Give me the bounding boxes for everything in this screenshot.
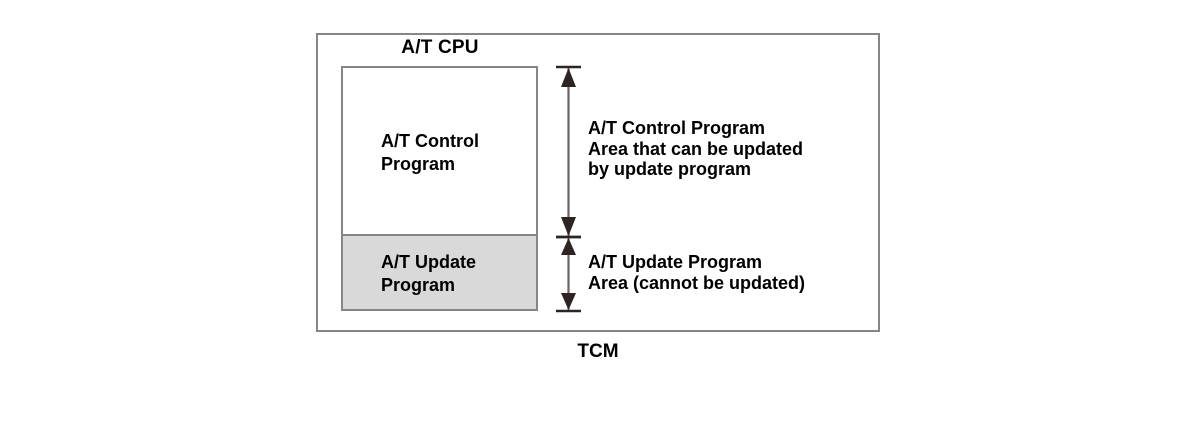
memory-region-update-program: A/T Update Program [343, 234, 536, 309]
memory-region-control-program-label: A/T Control Program [381, 131, 479, 174]
tcm-label: TCM [577, 341, 619, 362]
annotation-control-program: A/T Control Program Area that can be upd… [588, 118, 804, 179]
at-cpu-label: A/T CPU [401, 37, 479, 58]
annotation-update-program: A/T Update Program Area (cannot be updat… [588, 252, 806, 293]
memory-region-control-program: A/T Control Program [343, 68, 536, 234]
memory-region-update-program-label: A/T Update Program [381, 252, 477, 295]
at-cpu-memory-box: A/T Control Program A/T Update Program [341, 66, 538, 311]
